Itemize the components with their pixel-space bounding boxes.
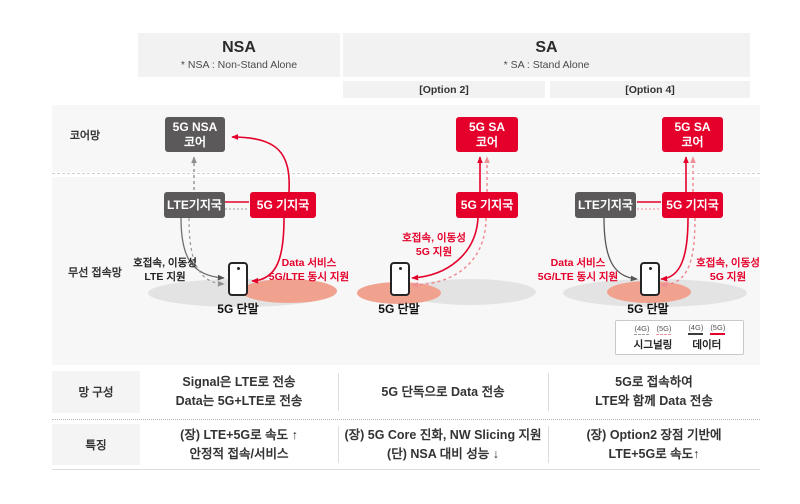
nsa-data-note: Data 서비스 5G/LTE 동시 지원 [268, 257, 350, 284]
option2-note: 호접속, 이동성 5G 지원 [402, 232, 466, 259]
nsa-config-cell: Signal은 LTE로 전송 Data는 5G+LTE로 전송 [175, 375, 303, 408]
legend-signaling-label: 시그널링 [633, 338, 673, 351]
sa-subtitle: * SA : Stand Alone [503, 59, 590, 72]
band-core-network [52, 105, 760, 172]
header-nsa: NSA * NSA : Non-Stand Alone [138, 33, 340, 77]
nsa-subtitle: * NSA : Non-Stand Alone [180, 59, 298, 72]
legend-data-5g: (5G) [710, 323, 726, 335]
option4-label: [Option 4] [550, 81, 750, 98]
table-bottom-border [52, 469, 760, 470]
legend-data-group: (4G) (5G) 데이터 [688, 323, 726, 352]
option4-lte-station-box: LTE기지국 [575, 192, 636, 218]
phone-camera-dot [236, 267, 240, 270]
legend-data-label: 데이터 [692, 339, 722, 351]
config-divider-1 [338, 373, 339, 411]
option4-config-cell: 5G로 접속하여 LTE와 함께 Data 전송 [595, 375, 713, 408]
phone-camera-dot [648, 267, 652, 270]
nsa-device-phone-icon [228, 262, 248, 296]
row-label-core-network: 코어망 [69, 130, 101, 142]
header-sa: SA * SA : Stand Alone [343, 33, 750, 77]
option4-device-phone-icon [640, 262, 660, 296]
config-divider-2 [548, 373, 549, 411]
option4-5g-station-box: 5G 기지국 [662, 192, 723, 218]
table-row-divider [52, 419, 760, 420]
option2-device-label: 5G 단말 [378, 302, 420, 316]
features-divider-2 [548, 426, 549, 463]
phone-camera-dot [398, 267, 402, 270]
nsa-lte-note: 호접속, 이동성 LTE 지원 [133, 257, 197, 284]
option2-config-cell: 5G 단독으로 Data 전송 [381, 384, 505, 399]
option4-data-note: Data 서비스 5G/LTE 동시 지원 [537, 257, 619, 284]
nsa-title: NSA [222, 38, 256, 56]
row-label-features: 특징 [52, 424, 140, 465]
nsa-core-box: 5G NSA 코어 [165, 117, 225, 152]
option4-core-box: 5G SA 코어 [662, 117, 723, 152]
nsa-lte-station-box: LTE기지국 [164, 192, 225, 218]
option2-core-box: 5G SA 코어 [456, 117, 518, 152]
sa-title: SA [535, 38, 558, 56]
legend-signaling-group: (4G) (5G) 시그널링 [634, 324, 673, 352]
option4-mobility-note: 호접속, 이동성 5G 지원 [696, 257, 760, 284]
option2-label: [Option 2] [343, 81, 545, 98]
features-divider-1 [338, 426, 339, 463]
legend-signaling-4g: (4G) [634, 323, 650, 335]
option2-features-cell: (장) 5G Core 진화, NW Slicing 지원 (단) NSA 대비… [344, 427, 542, 461]
legend-data-4g: (4G) [688, 323, 704, 335]
legend-signaling-5g: (5G) [656, 323, 672, 335]
line-legend: (4G) (5G) 시그널링 (4G) (5G) 데이터 [615, 320, 744, 355]
row-label-network-config: 망 구성 [52, 371, 140, 413]
row-label-radio-access: 무선 접속망 [68, 267, 122, 279]
option2-5g-station-box: 5G 기지국 [456, 192, 518, 218]
option4-device-label: 5G 단말 [627, 302, 669, 316]
nsa-5g-station-box: 5G 기지국 [250, 192, 316, 218]
nsa-features-cell: (장) LTE+5G로 속도 ↑ 안정적 접속/서비스 [180, 427, 298, 461]
option4-features-cell: (장) Option2 장점 기반에 LTE+5G로 속도↑ [586, 427, 722, 461]
core-ran-divider [52, 173, 760, 174]
option2-device-phone-icon [390, 262, 410, 296]
nsa-device-label: 5G 단말 [217, 302, 259, 316]
